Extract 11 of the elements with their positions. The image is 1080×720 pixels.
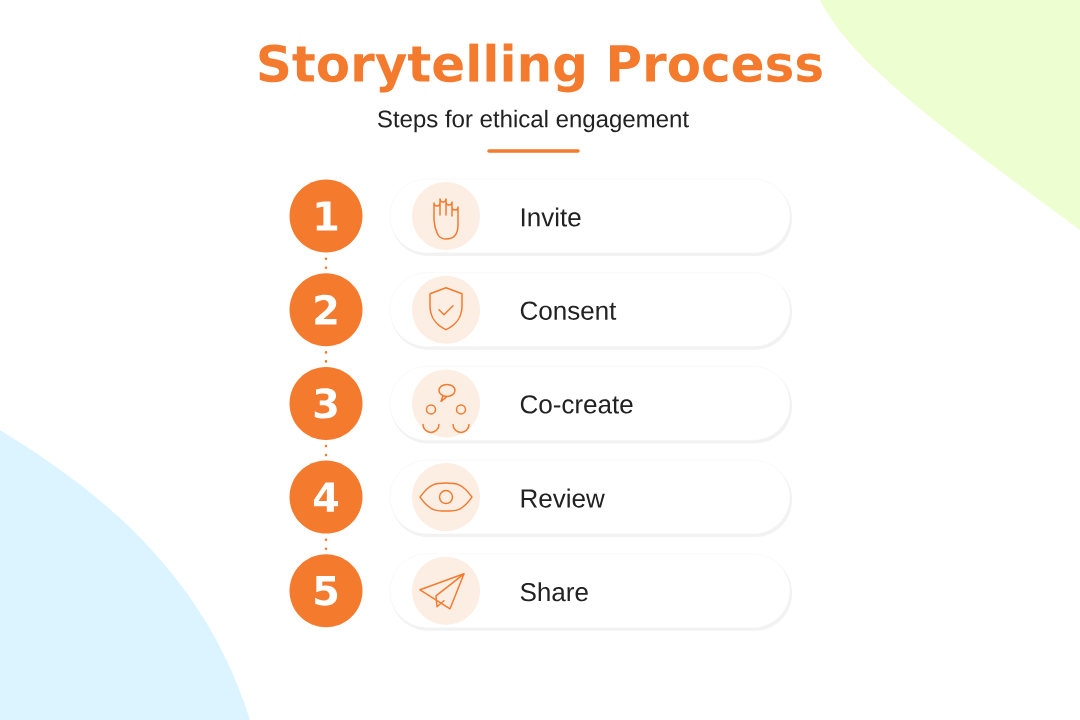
step-card: Invite <box>389 178 792 256</box>
dotted-connector <box>324 257 328 270</box>
dotted-connector <box>324 444 328 457</box>
dotted-connector <box>324 351 328 363</box>
step-card: Review <box>389 459 792 538</box>
step-card: Co-create <box>389 366 792 444</box>
step-card: Share <box>389 553 792 631</box>
subtitle: Steps for ethical engagement <box>378 109 689 133</box>
dotted-connector <box>324 538 328 551</box>
title: Storytelling Process <box>259 43 822 93</box>
step-card: Consent <box>389 272 792 350</box>
